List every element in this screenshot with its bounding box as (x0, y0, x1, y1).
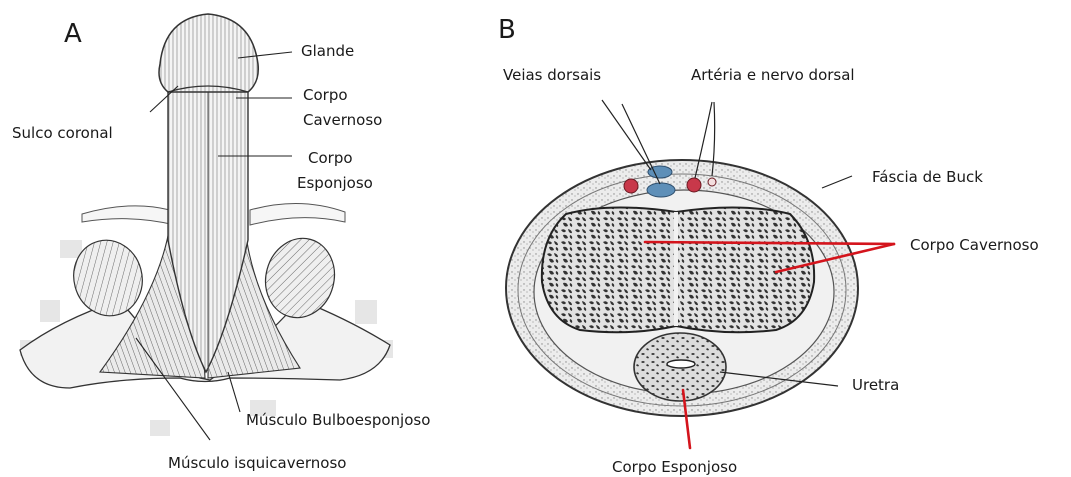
label-musculo-isquicavernoso: Músculo isquicavernoso (168, 454, 346, 472)
corpo-cavernoso-left (542, 207, 676, 332)
label-veias-dorsais: Veias dorsais (503, 66, 601, 84)
nervo-dorsal (708, 178, 716, 186)
glande-shape (159, 14, 258, 92)
arteria-dorsal-right (687, 178, 701, 192)
label-corpo-cavernoso-a-line1: Corpo (303, 86, 348, 104)
label-glande: Glande (301, 42, 354, 60)
label-fascia-de-buck: Fáscia de Buck (872, 168, 983, 186)
right-oval-muscle (257, 231, 343, 326)
label-corpo-esponjoso-a-line1: Corpo (308, 149, 353, 167)
panel-b-letter: B (498, 15, 516, 45)
label-corpo-esponjoso-a-line2: Esponjoso (297, 174, 373, 192)
veia-dorsal-2 (647, 183, 675, 197)
panel-a-letter: A (64, 19, 82, 49)
label-arteria-nervo-dorsal: Artéria e nervo dorsal (691, 66, 855, 84)
panel-b: B Veia (498, 15, 1039, 476)
uretra-shape (667, 360, 695, 368)
arteria-dorsal-left (624, 179, 638, 193)
label-uretra: Uretra (852, 376, 899, 394)
panel-a: A (12, 14, 430, 472)
label-sulco-coronal: Sulco coronal (12, 124, 113, 142)
label-musculo-bulboesponjoso: Músculo Bulboesponjoso (246, 411, 430, 429)
label-corpo-esponjoso-b: Corpo Esponjoso (612, 458, 737, 476)
veia-dorsal-1 (648, 166, 672, 178)
corpo-cavernoso-right (676, 207, 814, 332)
label-corpo-cavernoso-a-line2: Cavernoso (303, 111, 382, 129)
label-corpo-cavernoso-b: Corpo Cavernoso (910, 236, 1039, 254)
